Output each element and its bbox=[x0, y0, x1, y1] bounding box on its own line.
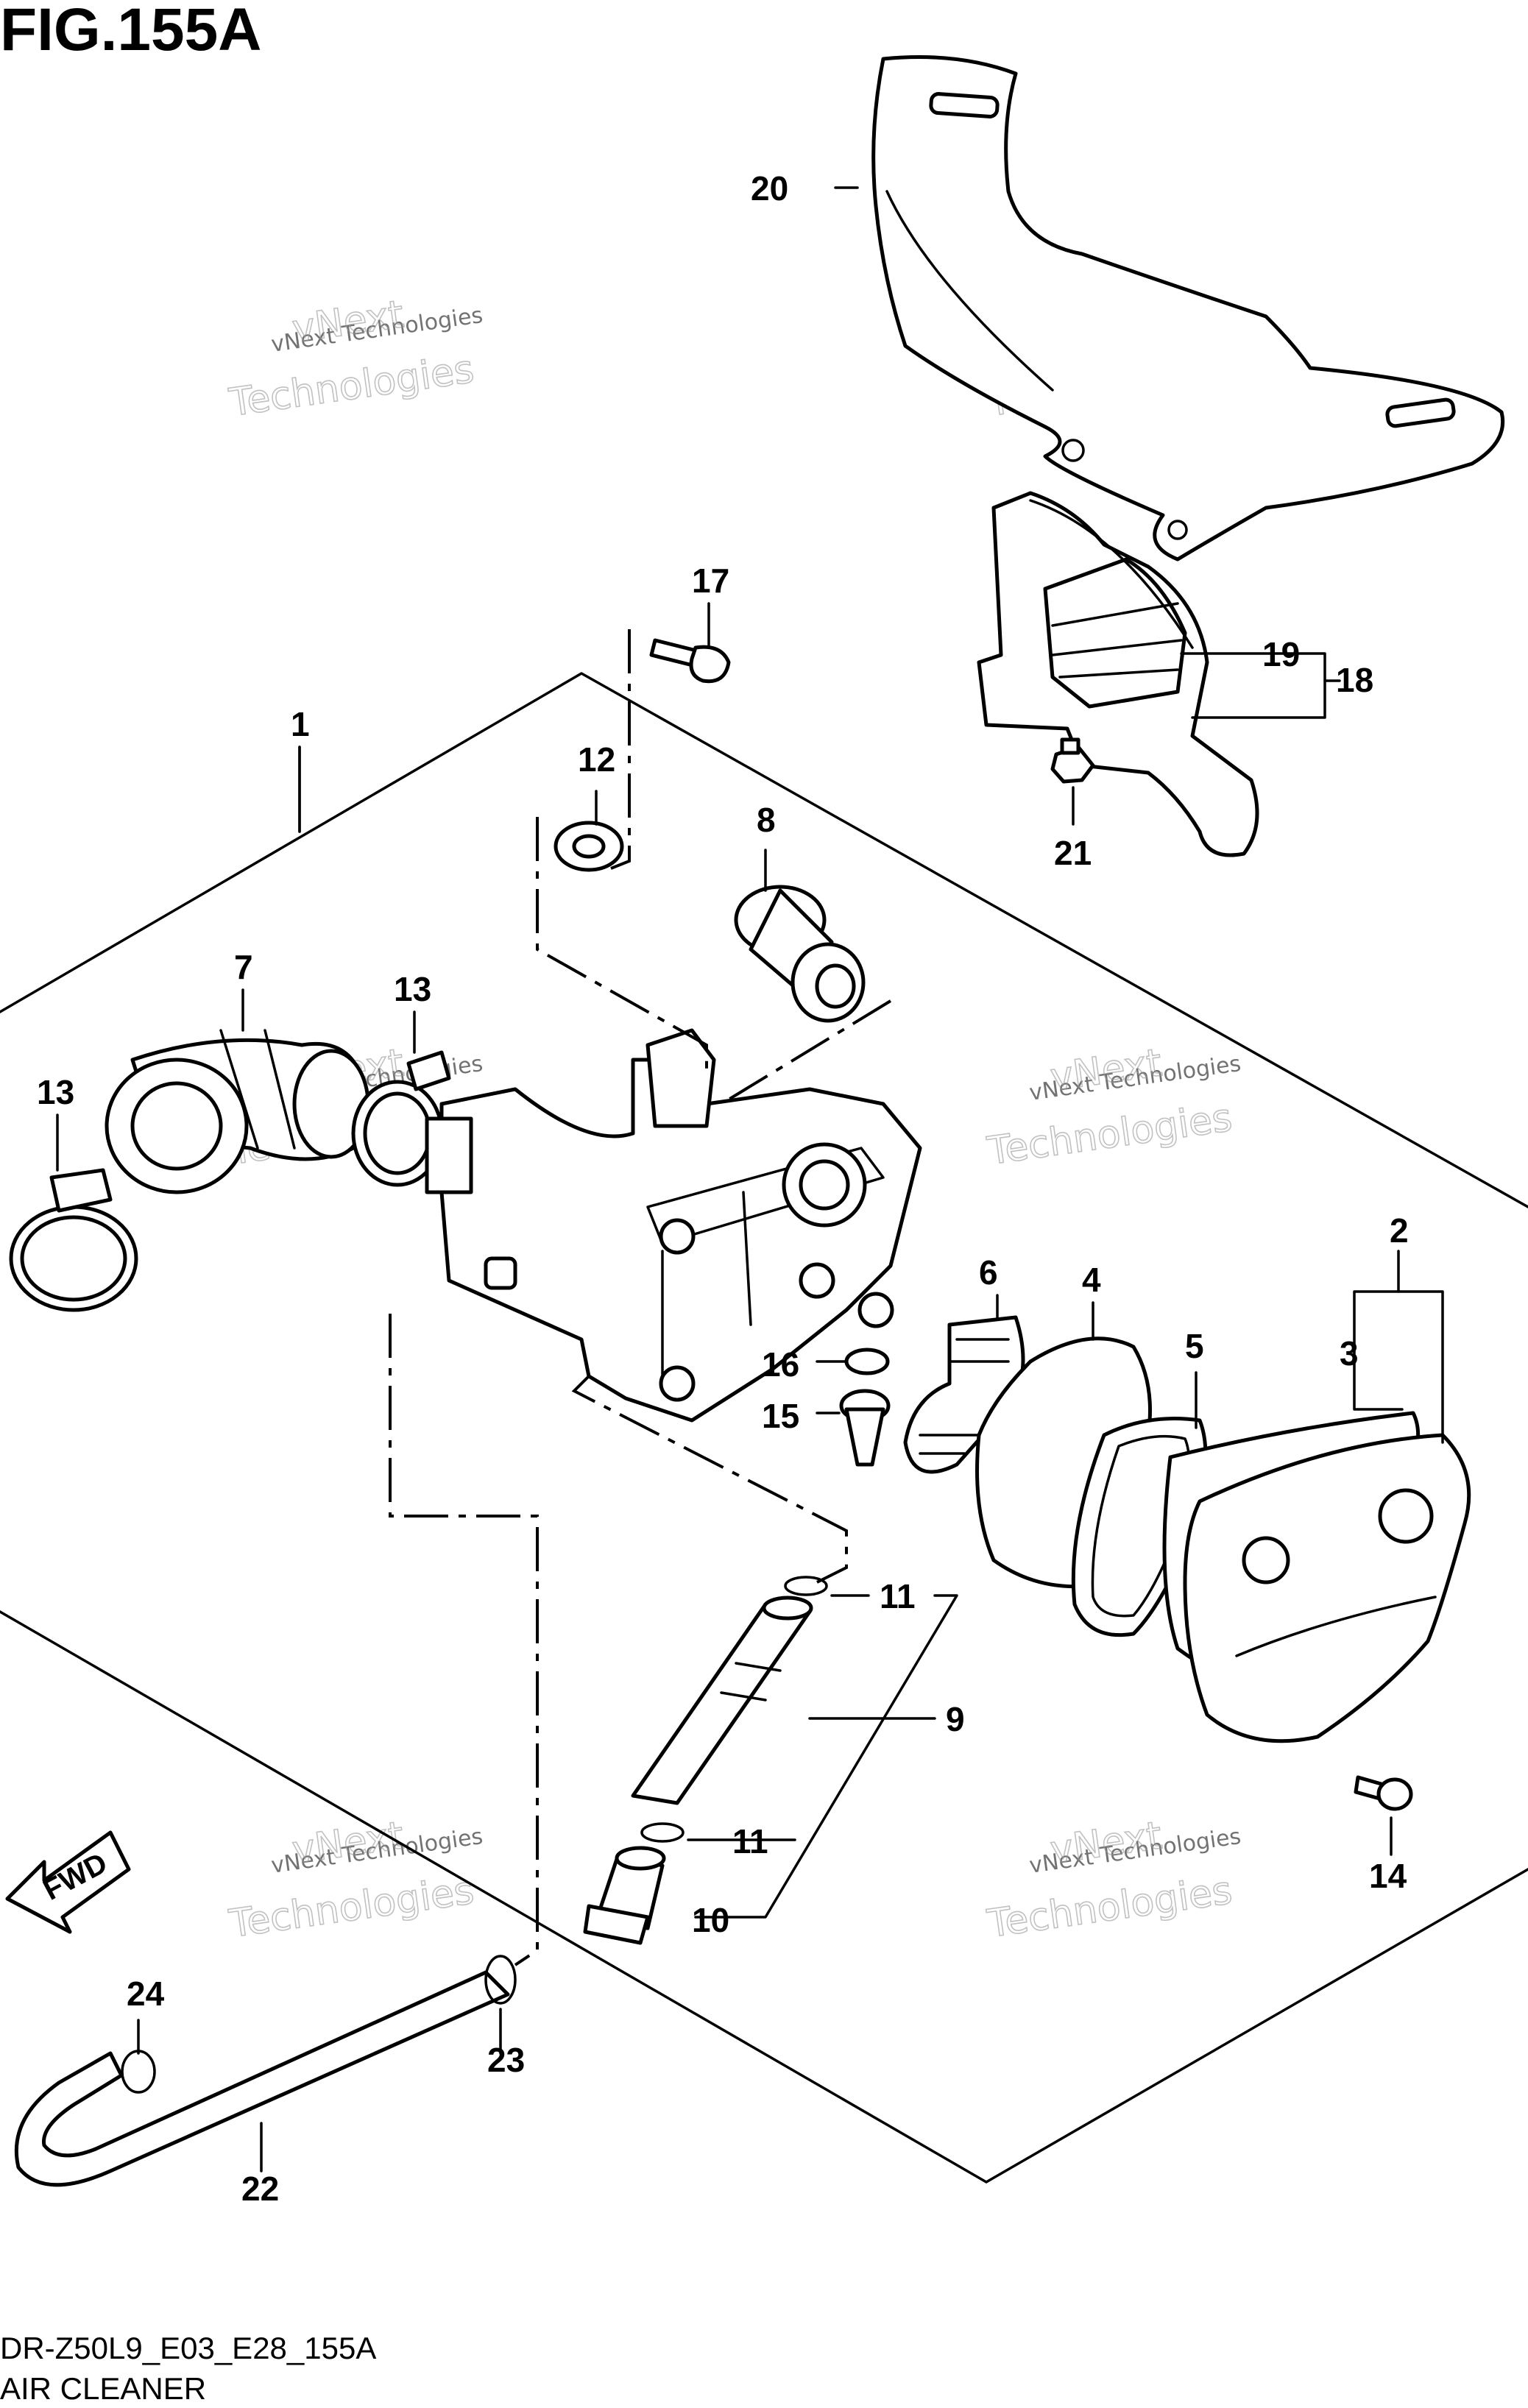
callouts: 20 19 18 21 17 12 8 1 7 13 13 6 4 5 3 2 … bbox=[37, 169, 1409, 2208]
callout-13-right: 13 bbox=[394, 970, 431, 1008]
figure-name: AIR CLEANER bbox=[0, 2371, 206, 2406]
part-15-drain-plug bbox=[839, 1389, 891, 1467]
callout-20: 20 bbox=[751, 169, 788, 208]
part-8-tube bbox=[734, 885, 866, 1023]
figure-title: FIG.155A bbox=[0, 0, 261, 63]
fwd-arrow: FWD bbox=[5, 1830, 131, 1934]
callout-5: 5 bbox=[1185, 1327, 1204, 1365]
watermark-bottom-left: vNext Technologies vNext Technologies bbox=[226, 1813, 485, 1947]
part-6-filter-mesh bbox=[903, 1315, 1025, 1474]
leader-lines bbox=[56, 186, 1444, 2172]
figure-code: DR-Z50L9_E03_E28_155A bbox=[0, 2331, 376, 2365]
callout-8: 8 bbox=[757, 801, 776, 839]
svg-text:vNext: vNext bbox=[1047, 1813, 1164, 1873]
assembly-frame bbox=[0, 672, 1528, 2184]
svg-text:vNext: vNext bbox=[289, 292, 406, 352]
callout-9: 9 bbox=[946, 1700, 965, 1738]
svg-text:vNext: vNext bbox=[289, 1813, 406, 1873]
part-1-air-cleaner-case bbox=[425, 1028, 922, 1423]
callout-15: 15 bbox=[762, 1397, 799, 1435]
callout-13-left: 13 bbox=[37, 1073, 74, 1111]
svg-text:Technologies: Technologies bbox=[984, 1869, 1234, 1947]
svg-text:Technologies: Technologies bbox=[226, 347, 476, 425]
part-14-screw bbox=[1354, 1775, 1413, 1811]
part-11-clip-lower bbox=[640, 1822, 685, 1843]
part-7-intake-boot bbox=[105, 1029, 370, 1194]
callout-2: 2 bbox=[1390, 1211, 1409, 1250]
part-17-bolt bbox=[649, 638, 731, 684]
svg-text:Technologies: Technologies bbox=[984, 1096, 1234, 1174]
svg-text:vNext: vNext bbox=[1047, 1041, 1164, 1100]
part-16-ring bbox=[844, 1348, 890, 1375]
part-10-drain-cap bbox=[583, 1846, 666, 1945]
part-2-cover bbox=[1183, 1433, 1471, 1743]
callout-3: 3 bbox=[1340, 1334, 1359, 1373]
part-22-breather-hose bbox=[14, 1970, 510, 2187]
callout-7: 7 bbox=[234, 948, 253, 986]
part-21-rivet bbox=[1050, 737, 1095, 784]
callout-22: 22 bbox=[241, 2170, 279, 2208]
part-9-drain-hose bbox=[631, 1596, 813, 1805]
part-11-clip-upper bbox=[784, 1576, 828, 1596]
callout-17: 17 bbox=[692, 562, 729, 600]
callout-1: 1 bbox=[291, 705, 310, 743]
watermark-mid-right: vNext Technologies vNext Technologies bbox=[984, 1041, 1243, 1175]
callout-14: 14 bbox=[1369, 1857, 1407, 1895]
callout-10: 10 bbox=[692, 1901, 729, 1939]
part-13-clamp-left bbox=[9, 1168, 138, 1312]
callout-24: 24 bbox=[127, 1975, 165, 2013]
callout-12: 12 bbox=[578, 740, 615, 779]
callout-11-upper: 11 bbox=[880, 1577, 916, 1615]
callout-18: 18 bbox=[1336, 661, 1373, 699]
callout-16: 16 bbox=[762, 1345, 799, 1384]
callout-11-lower: 11 bbox=[732, 1822, 768, 1860]
callout-21: 21 bbox=[1054, 834, 1092, 872]
part-12-grommet bbox=[553, 821, 624, 872]
part-24-clip bbox=[121, 2050, 156, 2094]
watermark-bottom-right: vNext Technologies vNext Technologies bbox=[984, 1813, 1243, 1947]
callout-6: 6 bbox=[979, 1253, 998, 1292]
callout-23: 23 bbox=[487, 2041, 525, 2079]
part-18-bracket bbox=[977, 491, 1259, 857]
callout-4: 4 bbox=[1082, 1261, 1101, 1299]
watermark-top-left: vNext Technologies vNext Technologies bbox=[226, 292, 485, 426]
part-23-clip bbox=[484, 1955, 517, 2005]
part-20-heat-shield bbox=[871, 55, 1505, 562]
callout-19: 19 bbox=[1262, 635, 1300, 673]
svg-text:Technologies: Technologies bbox=[226, 1869, 476, 1947]
